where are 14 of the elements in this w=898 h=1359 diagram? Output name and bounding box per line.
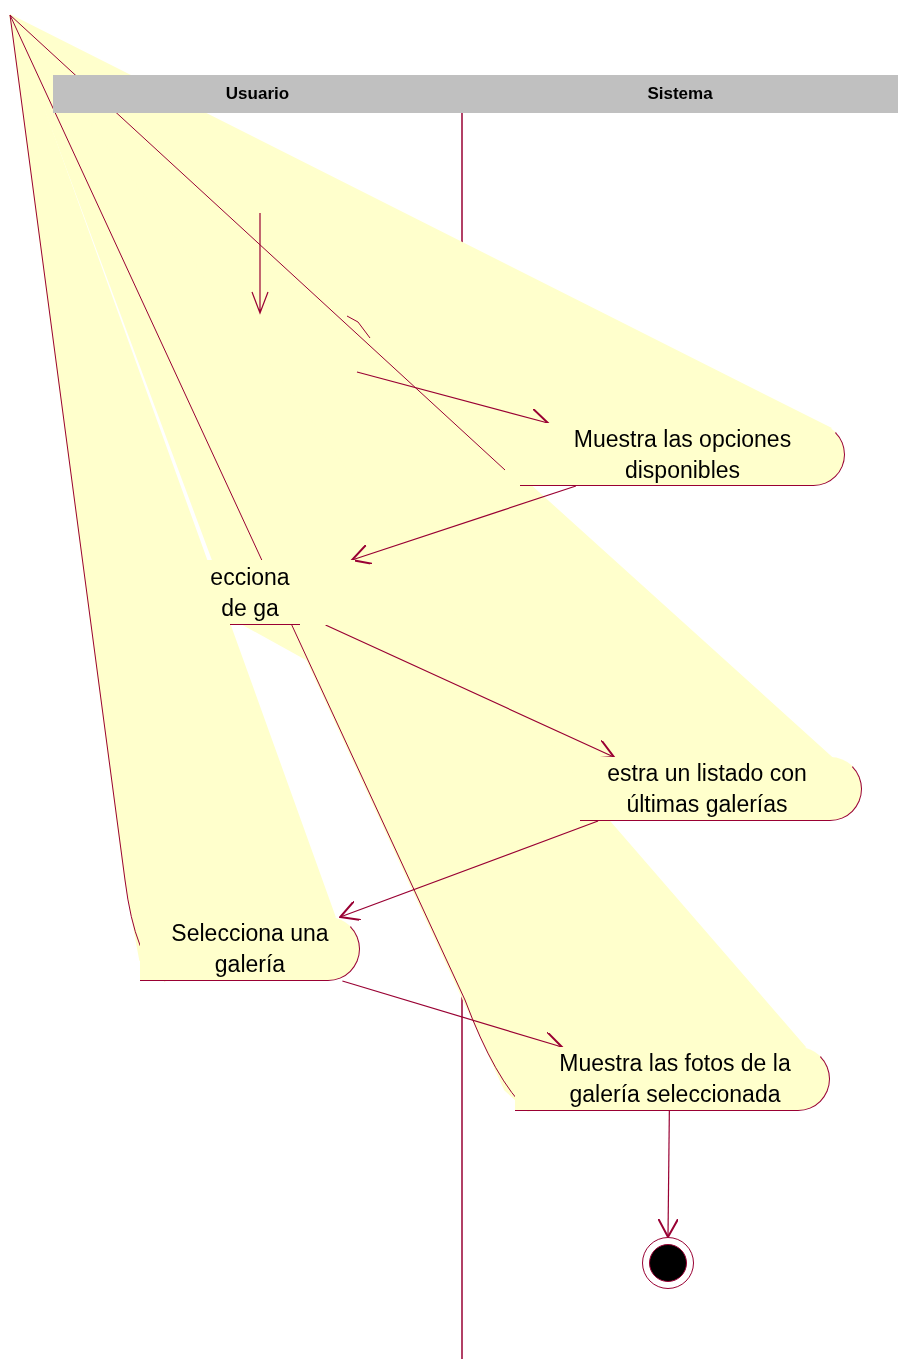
arrow <box>350 485 577 565</box>
final-state <box>642 1237 694 1289</box>
lane-title: Usuario <box>225 84 290 104</box>
arrow <box>339 820 599 921</box>
lane-header <box>53 75 462 113</box>
lane-title: Sistema <box>647 84 713 104</box>
arrow <box>657 1110 680 1238</box>
activity-box <box>140 917 360 981</box>
activity-label: Selecciona una galería <box>170 919 330 979</box>
activity-label: Muestra las opciones disponibles <box>572 424 793 485</box>
lane-header <box>462 75 898 113</box>
activity-label: estra un listado con últimas galerías <box>606 759 808 819</box>
activity-label: ecciona de ga <box>209 562 291 623</box>
activity-label: Muestra las fotos de la galería seleccionada <box>558 1049 792 1109</box>
